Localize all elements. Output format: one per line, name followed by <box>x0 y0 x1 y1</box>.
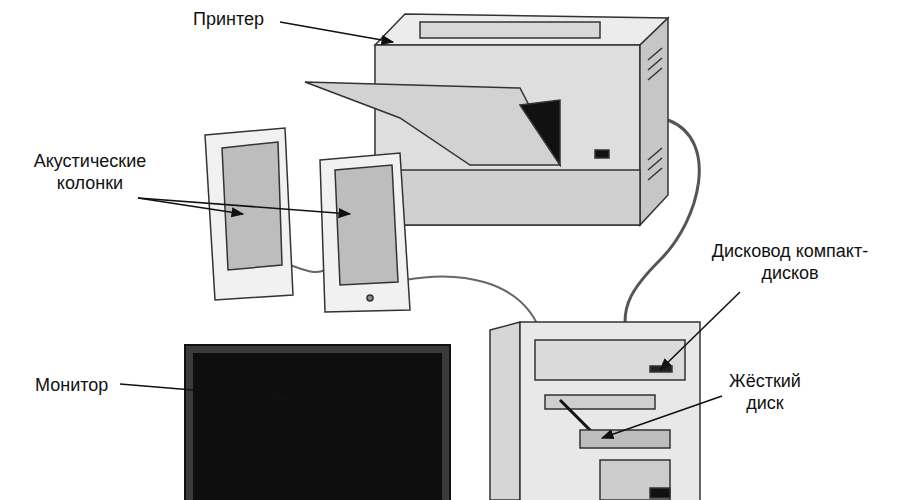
leader-lines <box>120 22 740 438</box>
part-label: Акустические колонки <box>10 150 170 194</box>
monitor <box>185 345 450 500</box>
leader-line <box>660 292 740 370</box>
leader-line <box>138 198 243 214</box>
speakers <box>205 128 410 312</box>
part-label: Принтер <box>193 8 264 30</box>
part-label: Жёсткий диск <box>720 370 810 414</box>
leader-line <box>120 384 290 398</box>
speaker-cable <box>290 265 325 272</box>
part-label: Дисковод компакт-дисков <box>690 240 890 284</box>
leader-line <box>138 198 350 214</box>
part-label: Монитор <box>35 374 108 396</box>
system-unit <box>490 322 700 500</box>
leader-line <box>280 22 393 42</box>
leader-line <box>602 396 722 438</box>
